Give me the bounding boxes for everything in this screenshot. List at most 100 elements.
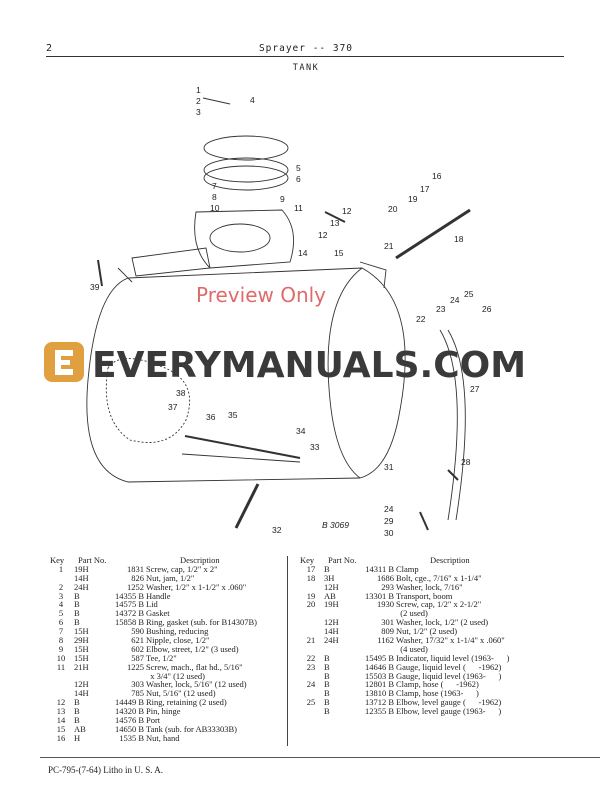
agitator-pipe [184, 435, 301, 459]
callout-37: 37 [168, 402, 178, 412]
series-cell: B [74, 599, 80, 610]
key-cell: 23 [306, 661, 316, 672]
agitator-rod [181, 453, 301, 463]
gasket-ring [203, 165, 289, 191]
part-number-cell: 13301 B [364, 590, 394, 601]
callout-28: 28 [461, 457, 471, 467]
callout-38: 38 [176, 388, 186, 398]
series-cell: B [324, 688, 330, 699]
callout-26: 26 [482, 304, 492, 314]
level-gauge [439, 329, 466, 521]
callout-39: 39 [90, 282, 100, 292]
part-number-cell: 621 [131, 635, 144, 646]
description-cell: Elbow, street, 1/2" (3 used) [146, 643, 239, 654]
key-cell: 9 [58, 643, 64, 654]
description-cell: (2 used) [396, 608, 428, 619]
description-cell: Nut, jam, 1/2" [146, 572, 195, 583]
part-number-cell: 301 [381, 617, 394, 628]
callout-4: 4 [250, 95, 255, 105]
description-cell: Elbow, level gauge ( -1962) [396, 697, 502, 708]
part-number-cell: 1535 B [119, 732, 144, 743]
part-number-cell: 602 [131, 643, 144, 654]
part-number-cell: 12355 B [364, 706, 394, 717]
description-cell: Elbow, level gauge (1963- ) [396, 706, 502, 717]
part-number-cell: 303 [131, 679, 144, 690]
series-cell: AB [74, 723, 86, 734]
callout-24: 24 [384, 504, 394, 514]
description-cell: Screw, mach., flat hd., 5/16" [146, 661, 243, 672]
series-cell: AB [324, 590, 336, 601]
callout-19: 19 [408, 194, 418, 204]
series-cell: B [324, 706, 330, 717]
table-row: (2 used) [302, 609, 592, 618]
callout-5: 5 [296, 163, 301, 173]
callout-29: 29 [384, 516, 394, 526]
part-number-cell: 785 [131, 688, 144, 699]
series-cell: B [74, 617, 80, 628]
col-part-no: Part No. [78, 555, 107, 565]
series-cell: B [324, 670, 330, 681]
callout-17: 17 [420, 184, 430, 194]
column-divider [287, 556, 288, 746]
key-cell: 1 [58, 563, 64, 574]
callout-23: 23 [436, 304, 446, 314]
description-cell: Gauge, liquid level (1963- ) [396, 670, 502, 681]
transport-boom [395, 208, 471, 260]
nameplate [131, 247, 211, 277]
description-cell: Washer, 1/2" x 1-1/2" x .060" [146, 581, 247, 592]
key-cell: 7 [58, 626, 64, 637]
callout-8: 8 [212, 192, 217, 202]
part-number-cell: 1225 [127, 661, 144, 672]
part-number-cell: 12801 B [364, 679, 394, 690]
part-number-cell: 1252 [127, 581, 144, 592]
series-cell: 14H [74, 572, 89, 583]
key-cell: 17 [306, 563, 316, 574]
callout-9: 9 [280, 194, 285, 204]
bracket [117, 267, 133, 283]
tank-end-rim [327, 267, 363, 479]
description-cell: Port [146, 715, 161, 726]
series-cell: 24H [74, 581, 89, 592]
key-cell: 10 [56, 652, 66, 663]
col-key: Key [300, 555, 315, 565]
part-number-cell: 293 [381, 581, 394, 592]
callout-22: 22 [416, 314, 426, 324]
key-cell: 19 [306, 590, 316, 601]
series-cell: B [74, 590, 80, 601]
description-cell: Ring, gasket (sub. for B14307B) [146, 617, 257, 628]
description-cell: Nut, 5/16" (12 used) [146, 688, 216, 699]
key-cell: 6 [58, 617, 64, 628]
callout-15: 15 [334, 248, 344, 258]
watermark-logo [44, 342, 84, 382]
rear-bracket [359, 261, 387, 289]
description-cell: Indicator, liquid level (1963- ) [396, 652, 510, 663]
description-cell: Washer, lock, 5/16" (12 used) [146, 679, 247, 690]
watermark: EVERYMANUALS.COM Preview Only [44, 283, 526, 386]
tank-cutaway [105, 358, 191, 443]
series-cell: B [74, 715, 80, 726]
series-cell: 19H [324, 599, 339, 610]
series-cell: 12H [74, 679, 89, 690]
key-cell: 3 [58, 590, 64, 601]
key-cell: 5 [58, 608, 64, 619]
port-opening [209, 223, 271, 253]
description-cell: Gasket [146, 608, 170, 619]
description-cell: Tank (sub. for AB33303B) [146, 723, 238, 734]
series-cell: B [324, 697, 330, 708]
description-cell: Ring, retaining (2 used) [146, 697, 227, 708]
part-number-cell: 14320 B [114, 706, 144, 717]
